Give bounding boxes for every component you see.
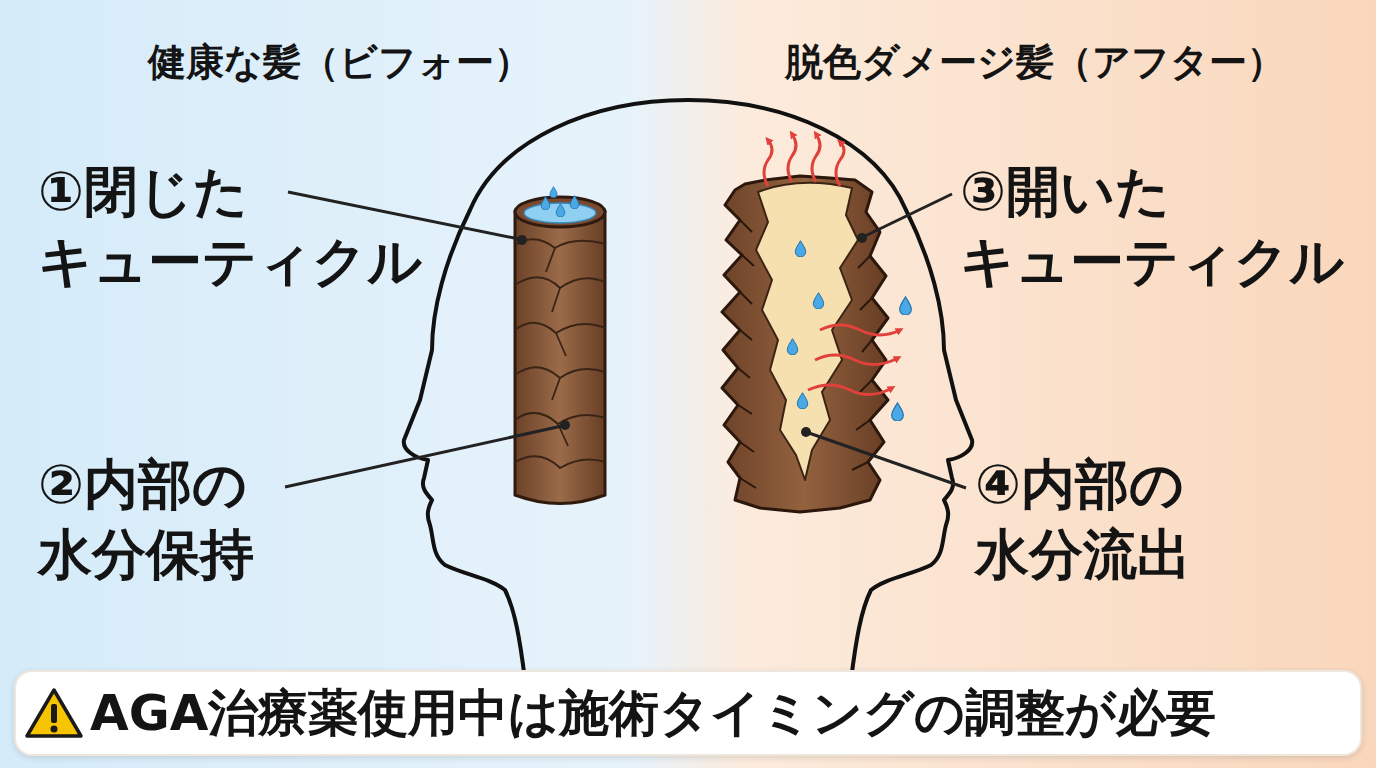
- heat-arrow: [836, 142, 844, 186]
- water-drop: [570, 196, 579, 209]
- heat-arrow: [815, 355, 898, 365]
- exposed-cortex: [756, 183, 858, 480]
- head-outline: [404, 100, 688, 680]
- water-drop: [900, 297, 912, 315]
- banner-text: AGA治療薬使用中は施術タイミングの調整が必要: [90, 682, 1216, 745]
- callout-label-block: ④内部の 水分流出: [975, 450, 1370, 590]
- leader-dot: [857, 233, 867, 243]
- callout-label: ②内部の 水分保持: [38, 450, 478, 590]
- warning-mark: [51, 726, 58, 733]
- leader-dot: [801, 427, 811, 437]
- cuticle-line: [515, 367, 605, 378]
- panel-heading: 脱色ダメージ髪（アフター）: [730, 39, 1340, 85]
- panel-heading-block: 脱色ダメージ髪（アフター）: [730, 39, 1340, 85]
- heat-arrow: [812, 134, 820, 182]
- callout-label-block: ②内部の 水分保持: [38, 450, 478, 590]
- hair-top: [515, 197, 605, 227]
- water-drop: [795, 241, 805, 257]
- water-surface: [524, 203, 596, 223]
- cuticle-line: [515, 323, 605, 333]
- water-drop: [892, 403, 904, 421]
- leader-line: [285, 426, 562, 487]
- callout-label: ①閉じた キューティクル: [38, 157, 478, 297]
- water-drop: [556, 204, 565, 217]
- cuticle-line: [515, 456, 605, 468]
- damaged-hair-shaft: [722, 176, 888, 512]
- leader-dot: [560, 420, 570, 430]
- heat-arrow: [764, 140, 772, 186]
- leader-line: [809, 433, 966, 488]
- water-drop: [813, 293, 823, 309]
- water-drop: [797, 393, 807, 409]
- panel-heading-block: 健康な髪（ビフォー）: [80, 39, 600, 85]
- leader-line: [865, 194, 952, 236]
- warning-banner: AGA治療薬使用中は施術タイミングの調整が必要: [14, 670, 1362, 756]
- water-drop: [550, 187, 557, 198]
- warning-triangle: [27, 690, 81, 736]
- warning-icon: [24, 686, 84, 740]
- callout-label-block: ③開いた キューティクル: [960, 157, 1370, 297]
- cuticle-line: [515, 277, 605, 288]
- panel-heading: 健康な髪（ビフォー）: [80, 39, 600, 85]
- leader-dot: [517, 235, 527, 245]
- heat-arrow: [808, 385, 892, 395]
- cuticle-line: [515, 239, 605, 248]
- heat-arrow: [820, 325, 900, 335]
- callout-label: ④内部の 水分流出: [975, 450, 1370, 590]
- callout-label: ③開いた キューティクル: [960, 157, 1370, 297]
- callout-label-block: ①閉じた キューティクル: [38, 157, 478, 297]
- heat-arrow: [788, 134, 796, 182]
- water-drop: [541, 197, 550, 210]
- cuticle-line: [515, 413, 605, 424]
- warning-mark: [51, 704, 57, 723]
- cuticle-line: [546, 248, 568, 446]
- head-outline: [688, 100, 972, 680]
- water-drop: [787, 339, 797, 355]
- hair-shaft: [515, 212, 605, 504]
